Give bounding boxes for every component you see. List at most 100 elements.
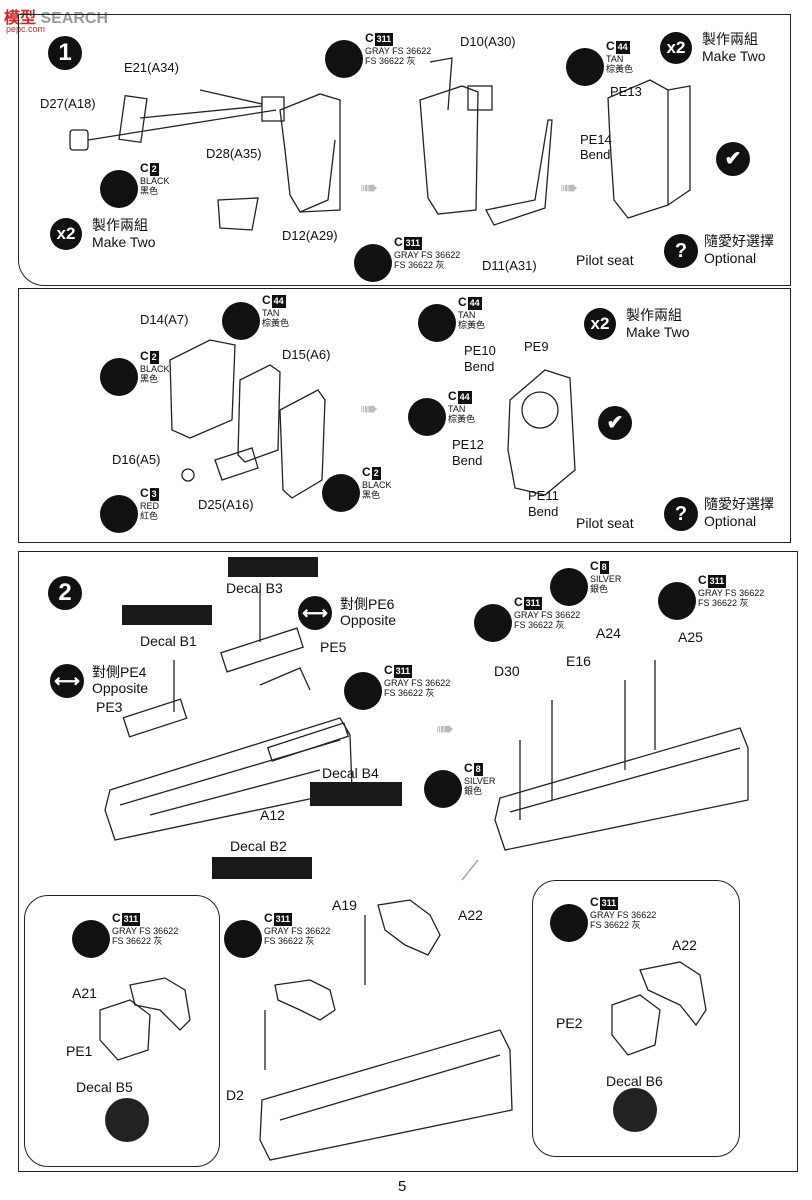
label-d16: D16(A5) xyxy=(112,452,161,467)
decal-b1-swatch xyxy=(122,605,212,625)
paint-name-zh: FS 36622 灰 xyxy=(590,920,641,930)
label-a22: A22 xyxy=(458,907,483,923)
paint-name-en: GRAY FS 36622 xyxy=(365,46,432,56)
paint-name-en: GRAY FS 36622 xyxy=(384,678,451,688)
opposite-zh-pe6: 對側PE6 xyxy=(340,596,395,612)
make-two-badge-3: x2 xyxy=(584,308,616,340)
make-two-badge-2: x2 xyxy=(660,32,692,64)
paint-name-zh: FS 36622 灰 xyxy=(394,260,445,270)
optional-en: Optional xyxy=(704,250,757,266)
paint-name-en: GRAY FS 36622 xyxy=(590,910,657,920)
optional-en-2: Optional xyxy=(704,513,757,529)
paint-name-zh: 棕黃色 xyxy=(262,318,290,328)
label-d30: D30 xyxy=(494,663,520,679)
decal-b4-swatch xyxy=(310,782,402,806)
paint-name-zh: FS 36622 灰 xyxy=(264,936,315,946)
label-pe12-bend: Bend xyxy=(452,453,483,468)
label-decal-b4: Decal B4 xyxy=(322,765,379,781)
label-d14: D14(A7) xyxy=(140,312,189,327)
paint-brush-icon xyxy=(474,604,512,642)
label-pe5: PE5 xyxy=(320,639,347,655)
label-d10: D10(A30) xyxy=(460,34,516,49)
paint-name-en: TAN xyxy=(262,308,280,318)
paint-name-en: GRAY FS 36622 xyxy=(698,588,765,598)
step-number-2: 2 xyxy=(48,576,82,610)
paint-name-en: BLACK xyxy=(140,364,170,374)
step1-top-box xyxy=(18,14,791,286)
paint-name-en: SILVER xyxy=(590,574,622,584)
paint-brush-icon xyxy=(222,302,260,340)
opposite-arrow-icon: ⟷ xyxy=(298,596,332,630)
paint-name-en: GRAY FS 36622 xyxy=(514,610,581,620)
paint-name-zh: 黑色 xyxy=(140,186,159,196)
label-pe9: PE9 xyxy=(524,339,549,354)
make-two-badge: x2 xyxy=(50,218,82,250)
label-pe10-bend: Bend xyxy=(464,359,495,374)
optional-zh: 隨愛好選擇 xyxy=(704,233,774,249)
label-pe14: PE14 xyxy=(580,132,612,147)
label-e16: E16 xyxy=(566,653,591,669)
opposite-en-pe4: Opposite xyxy=(92,680,149,696)
label-d2: D2 xyxy=(226,1087,244,1103)
paint-name-zh: 銀色 xyxy=(590,584,609,594)
paint-brush-icon xyxy=(344,672,382,710)
paint-name-en: TAN xyxy=(606,54,624,64)
detail-left-box xyxy=(24,895,220,1167)
step2-box xyxy=(18,551,798,1172)
paint-brush-icon xyxy=(100,358,138,396)
page-number: 5 xyxy=(398,1178,407,1195)
label-a21: A21 xyxy=(72,985,97,1001)
opposite-arrow-icon-2: ⟷ xyxy=(50,664,84,698)
paint-brush-icon xyxy=(418,304,456,342)
process-arrow-icon: ➠ xyxy=(360,175,379,200)
decal-b2-swatch xyxy=(212,857,312,879)
opposite-en-pe6: Opposite xyxy=(340,612,397,628)
paint-name-zh: 黑色 xyxy=(140,374,159,384)
paint-brush-icon xyxy=(424,770,462,808)
label-d27: D27(A18) xyxy=(40,96,96,111)
make-two-zh-2: 製作兩組 xyxy=(702,31,758,47)
check-icon: ✔ xyxy=(716,142,750,176)
make-two-zh-3: 製作兩組 xyxy=(626,307,682,323)
paint-name-zh: FS 36622 灰 xyxy=(365,56,416,66)
paint-name-en: TAN xyxy=(458,310,476,320)
process-arrow-icon: ➠ xyxy=(436,716,455,741)
paint-name-en: BLACK xyxy=(362,480,392,490)
paint-name-zh: FS 36622 灰 xyxy=(384,688,435,698)
paint-name-en: RED xyxy=(140,501,160,511)
step-number-1: 1 xyxy=(48,36,82,70)
label-e21: E21(A34) xyxy=(124,60,179,75)
label-a19: A19 xyxy=(332,897,357,913)
paint-name-en: GRAY FS 36622 xyxy=(394,250,461,260)
paint-brush-icon xyxy=(325,40,363,78)
paint-brush-icon xyxy=(354,244,392,282)
label-decal-b6: Decal B6 xyxy=(606,1073,663,1089)
paint-name-zh: 棕黃色 xyxy=(458,320,486,330)
pilot-seat-label-2: Pilot seat xyxy=(576,515,634,531)
label-d28: D28(A35) xyxy=(206,146,262,161)
paint-brush-icon xyxy=(566,48,604,86)
label-d25: D25(A16) xyxy=(198,497,254,512)
paint-brush-icon xyxy=(550,904,588,942)
